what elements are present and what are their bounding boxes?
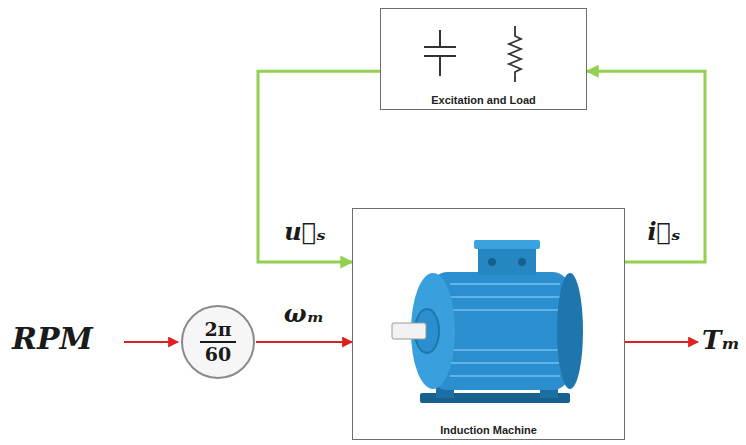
excitation-load-box: Excitation and Load [380,8,587,110]
motor-illustration [392,240,583,403]
fraction-numerator: 2π [204,320,231,339]
input-arrow [124,341,178,343]
input-label: RPM [12,322,93,355]
induction-machine-box: Induction Machine [352,208,625,440]
gain-circle: 2π60 [180,304,256,380]
resistor-symbol [509,26,521,82]
feedback-arrow [587,71,705,262]
signal-arrow [256,341,352,343]
signal-label: ωₘ [282,301,326,327]
output-label: Tₘ [702,326,740,355]
signal-label: i⃗ₛ [646,219,683,245]
output-arrow [625,341,698,343]
box-label: Induction Machine [353,424,624,436]
box-label: Excitation and Load [381,94,586,106]
capacitor-symbol [424,30,456,76]
feedback-arrow [258,71,380,262]
fraction-bar [200,341,236,343]
signal-label: u⃗ₛ [282,219,327,245]
fraction-denominator: 60 [205,345,231,364]
